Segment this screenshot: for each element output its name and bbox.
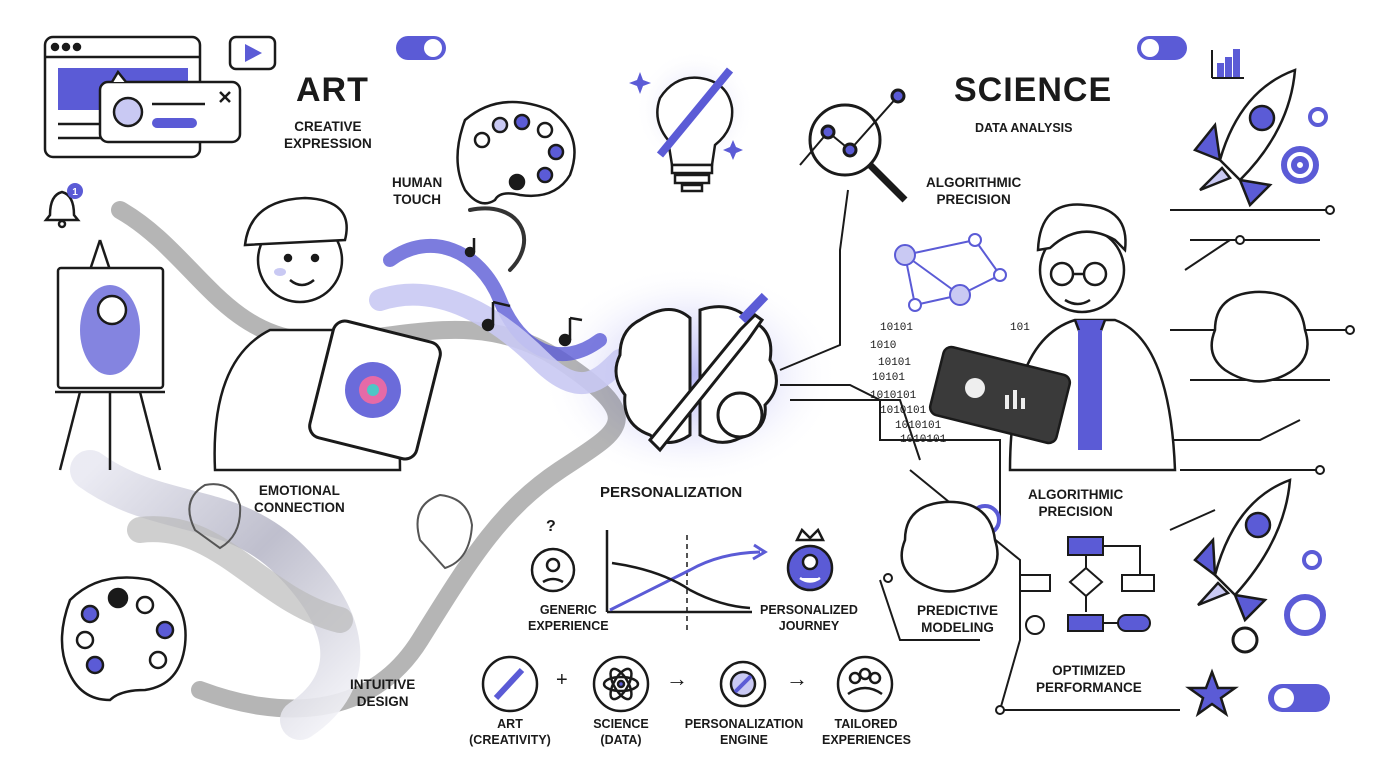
predictive-modeling-label: PREDICTIVE MODELING: [917, 603, 999, 635]
rocket-icon: [1192, 68, 1297, 208]
flow-step-art-label: ART (CREATIVITY): [469, 717, 551, 747]
generic-experience-label: GENERIC EXPERIENCE: [528, 603, 609, 633]
flow-arrow-2: →: [786, 666, 808, 691]
flow-step-engine-label: PERSONALIZATION ENGINE: [684, 717, 804, 747]
svg-text:1010101: 1010101: [900, 434, 947, 446]
rocket-icon-lower: [1193, 478, 1292, 623]
creative-expression-label: CREATIVE EXPRESSION: [284, 119, 372, 151]
data-tablet-icon: [928, 345, 1072, 445]
algorithmic-precision-top-label: ALGORITHMIC PRECISION: [926, 175, 1022, 207]
music-notes-icon: [464, 238, 583, 347]
journey-chart: [605, 530, 768, 630]
brain-brush-gear-icon: [614, 292, 778, 453]
flow-plus-sign: +: [556, 669, 568, 691]
lightbulb-idea-icon: [656, 67, 734, 193]
personalization-title: PERSONALIZATION: [600, 484, 743, 501]
svg-text:101: 101: [1010, 322, 1030, 334]
flow-step-science-label: SCIENCE (DATA): [593, 717, 649, 747]
data-analysis-label: DATA ANALYSIS: [975, 121, 1073, 135]
optimized-performance-label: OPTIMIZED PERFORMANCE: [1036, 663, 1142, 695]
notification-bell-icon: [43, 183, 83, 229]
flowchart-diagram: [1019, 536, 1155, 635]
flow-arrow-1: →: [666, 666, 688, 691]
svg-text:1010: 1010: [870, 340, 896, 352]
intuitive-design-label: INTUITIVE DESIGN: [350, 677, 416, 709]
sad-face-icon: [530, 547, 576, 593]
emotional-connection-label: EMOTIONAL CONNECTION: [254, 483, 345, 515]
notification-count: 1: [72, 187, 78, 198]
color-palette-icon: [456, 100, 576, 205]
svg-text:1010101: 1010101: [895, 420, 942, 432]
bar-chart-icon: [1211, 49, 1244, 79]
toggle-switch-right-bottom[interactable]: [1268, 684, 1330, 712]
binary-stream: 10101 1010 10101 10101 1010101 1010101 1…: [870, 322, 1030, 446]
easel-painting-icon: [55, 239, 165, 471]
dreaming-faces: [188, 483, 474, 570]
flow-step-tailored-circle: [836, 655, 894, 713]
network-graph-icon: [894, 233, 1007, 312]
flow-step-science-circle: [592, 655, 650, 713]
toggle-switch-right-top[interactable]: [1137, 36, 1187, 60]
svg-text:10101: 10101: [872, 372, 905, 384]
sparkle-icon: [629, 72, 743, 160]
science-title: SCIENCE: [954, 71, 1113, 109]
art-title: ART: [296, 71, 369, 109]
svg-text:10101: 10101: [878, 357, 911, 369]
algorithmic-precision-bottom-label: ALGORITHMIC PRECISION: [1028, 487, 1124, 519]
video-play-icon: [228, 35, 277, 71]
flow-step-tailored-label: TAILORED EXPERIENCES: [822, 717, 911, 747]
color-palette-icon-lower: [60, 576, 187, 702]
flow-step-engine-circle: [719, 660, 767, 708]
drawing-tablet-icon: [308, 319, 442, 461]
chat-popup-icon: [98, 69, 242, 144]
svg-text:1010101: 1010101: [870, 390, 917, 402]
svg-text:10101: 10101: [880, 322, 913, 334]
question-mark: ?: [546, 518, 556, 535]
magnifier-data-icon: [799, 88, 908, 203]
human-touch-label: HUMAN TOUCH: [392, 175, 443, 207]
ai-brain-icon: [900, 290, 1309, 593]
toggle-switch-left[interactable]: [396, 36, 446, 60]
circuit-nodes: [883, 205, 1355, 715]
happy-crown-face-icon: [786, 527, 834, 592]
flow-step-art-circle: [481, 655, 539, 713]
personalized-journey-label: PERSONALIZED JOURNEY: [760, 603, 858, 633]
star-badge-icon: [1185, 668, 1239, 718]
svg-text:1010101: 1010101: [880, 405, 927, 417]
